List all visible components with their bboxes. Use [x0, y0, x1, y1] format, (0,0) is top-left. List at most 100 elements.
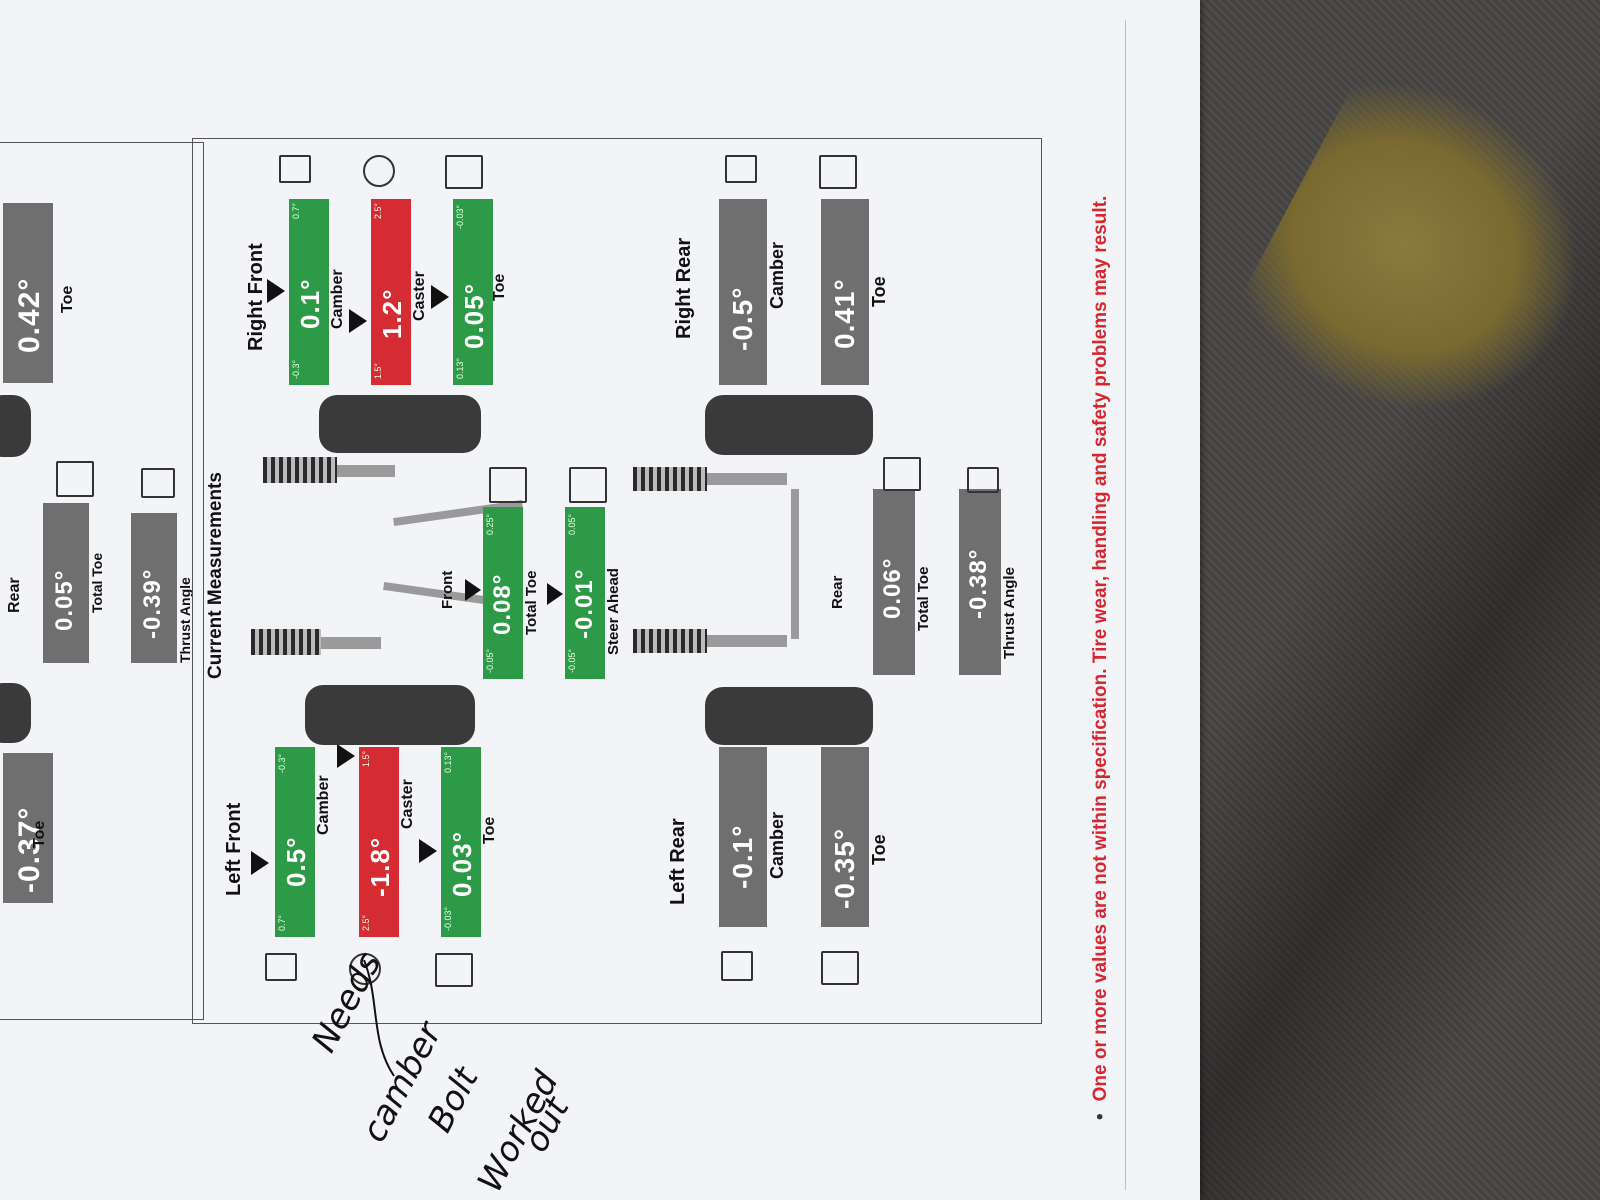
right-toe-label: Toe — [59, 285, 76, 313]
rear-toe-diagram-icon-right — [819, 155, 857, 189]
alignment-report-page: -0.37° Toe 0.42° Toe Rear 0.05° Total To… — [0, 0, 1200, 1200]
right-rear-toe-label: Toe — [869, 276, 889, 307]
rear-total-toe-value: 0.06° — [879, 557, 906, 619]
left-camber-arrow-icon — [251, 851, 269, 875]
right-front-toe-box: 0.13° -0.03° 0.05° — [453, 199, 493, 385]
thrust-angle-box: -0.39° — [131, 513, 177, 663]
left-rear-toe-box: -0.35° — [821, 747, 869, 927]
left-toe-max: 0.13° — [443, 751, 453, 773]
right-toe-min: 0.13° — [455, 357, 465, 379]
right-camber-max: 0.7° — [291, 202, 301, 219]
left-rear-tire — [705, 687, 873, 745]
left-front-camber-box: 0.7° -0.3° 0.5° — [275, 747, 315, 937]
caster-diagram-icon — [349, 953, 381, 985]
total-toe-diagram-icon — [489, 467, 527, 503]
left-camber-min: 0.7° — [277, 914, 287, 931]
front-total-toe-box: -0.05° 0.25° 0.08° — [483, 507, 523, 679]
right-front-camber-box: -0.3° 0.7° 0.1° — [289, 199, 329, 385]
left-toe-arrow-icon — [419, 839, 437, 863]
current-measurements-title: Current Measurements — [205, 472, 226, 679]
left-caster-arrow-icon — [337, 744, 355, 768]
steer-ahead-box: -0.05° 0.05° -0.01° — [565, 507, 605, 679]
left-front-caster-box: 2.5° 1.5° -1.8° — [359, 747, 399, 937]
rear-toe-diagram-icon-left — [821, 951, 859, 985]
right-toe-value: 0.42° — [13, 277, 46, 353]
right-caster-arrow-icon — [349, 309, 367, 333]
toe-diagram-icon-left — [435, 953, 473, 987]
front-total-toe-arrow-icon — [465, 579, 481, 601]
thrust-angle-value: -0.39° — [139, 568, 166, 639]
rear-camber-diagram-icon-left — [721, 951, 753, 981]
steer-ahead-diagram-icon — [569, 467, 607, 503]
left-tire-partial — [0, 683, 31, 743]
left-rear-strut — [707, 635, 787, 647]
right-camber-min: -0.3° — [291, 359, 301, 379]
left-front-toe-box: -0.03° 0.13° 0.03° — [441, 747, 481, 937]
total-toe-label: Total Toe — [89, 552, 105, 613]
left-rear-camber-box: -0.1° — [719, 747, 767, 927]
total-toe-value: 0.05° — [51, 569, 78, 631]
left-rear-heading: Left Rear — [667, 818, 689, 905]
steer-ahead-label: Steer Ahead — [605, 568, 622, 655]
left-rear-camber-value: -0.1° — [727, 824, 758, 889]
right-rear-strut — [707, 473, 787, 485]
left-toe-box: -0.37° — [3, 753, 53, 903]
front-total-toe-label: Total Toe — [523, 570, 540, 635]
rear-camber-diagram-icon-right — [725, 155, 757, 183]
left-caster-label: Caster — [399, 779, 416, 829]
right-front-caster-box: 1.5° 2.5° 1.2° — [371, 199, 411, 385]
left-front-strut — [321, 637, 381, 649]
rear-thrust-angle-box: -0.38° — [959, 489, 1001, 675]
right-toe-box: 0.42° — [3, 203, 53, 383]
right-toe-value: 0.05° — [459, 282, 489, 349]
left-toe-label-current: Toe — [481, 816, 498, 844]
right-caster-min: 1.5° — [373, 362, 383, 379]
front-total-toe-max: 0.25° — [485, 513, 495, 535]
warning-text: One or more values are not within specif… — [1090, 195, 1111, 1102]
thrust-angle-diagram-icon — [967, 467, 999, 493]
before-measurements-panel: -0.37° Toe 0.42° Toe Rear 0.05° Total To… — [0, 142, 204, 1020]
right-camber-value: 0.1° — [295, 278, 325, 329]
right-rear-coil-spring — [633, 467, 707, 491]
right-camber-label: Camber — [329, 269, 346, 329]
right-rear-toe-box: 0.41° — [821, 199, 869, 385]
left-toe-min: -0.03° — [443, 906, 453, 931]
toe-diagram-icon-right — [445, 155, 483, 189]
right-caster-value: 1.2° — [377, 288, 407, 339]
warning-bullet: • — [1090, 1113, 1111, 1120]
left-camber-max: -0.3° — [277, 753, 287, 773]
rear-label-current: Rear — [829, 575, 846, 609]
right-tire-partial — [0, 395, 31, 457]
caster-diagram-icon-right — [363, 155, 395, 187]
right-rear-camber-label: Camber — [767, 241, 787, 309]
page-margin-line — [1125, 20, 1126, 1190]
left-front-heading: Left Front — [223, 802, 245, 896]
right-camber-arrow-icon — [267, 279, 285, 303]
rear-total-toe-diagram-icon — [883, 457, 921, 491]
toe-diagram-icon — [56, 461, 94, 497]
camber-diagram-icon — [265, 953, 297, 981]
front-total-toe-value: 0.08° — [489, 573, 516, 635]
steer-ahead-min: -0.05° — [567, 648, 577, 673]
rear-thrust-angle-value: -0.38° — [965, 548, 992, 619]
thrust-angle-icon — [141, 468, 175, 498]
right-rear-tire — [705, 395, 873, 455]
left-rear-toe-label: Toe — [869, 834, 889, 865]
steer-ahead-value: -0.01° — [571, 568, 598, 639]
right-rear-camber-box: -0.5° — [719, 199, 767, 385]
right-caster-label: Caster — [411, 271, 428, 321]
left-camber-value: 0.5° — [281, 836, 311, 887]
right-front-heading: Right Front — [245, 243, 267, 351]
camber-diagram-icon-right — [279, 155, 311, 183]
right-toe-label: Toe — [491, 273, 508, 301]
thrust-angle-label: Thrust Angle — [177, 577, 193, 663]
left-toe-label: Toe — [31, 820, 48, 848]
front-label: Front — [439, 570, 456, 609]
left-caster-value: -1.8° — [365, 836, 395, 897]
left-front-coil-spring — [251, 629, 321, 655]
handwriting-line-3: Bolt — [420, 1060, 487, 1139]
right-rear-toe-value: 0.41° — [829, 278, 860, 349]
right-toe-arrow-icon — [431, 285, 449, 309]
rear-total-toe-box: 0.06° — [873, 489, 915, 675]
right-rear-camber-value: -0.5° — [727, 286, 758, 351]
